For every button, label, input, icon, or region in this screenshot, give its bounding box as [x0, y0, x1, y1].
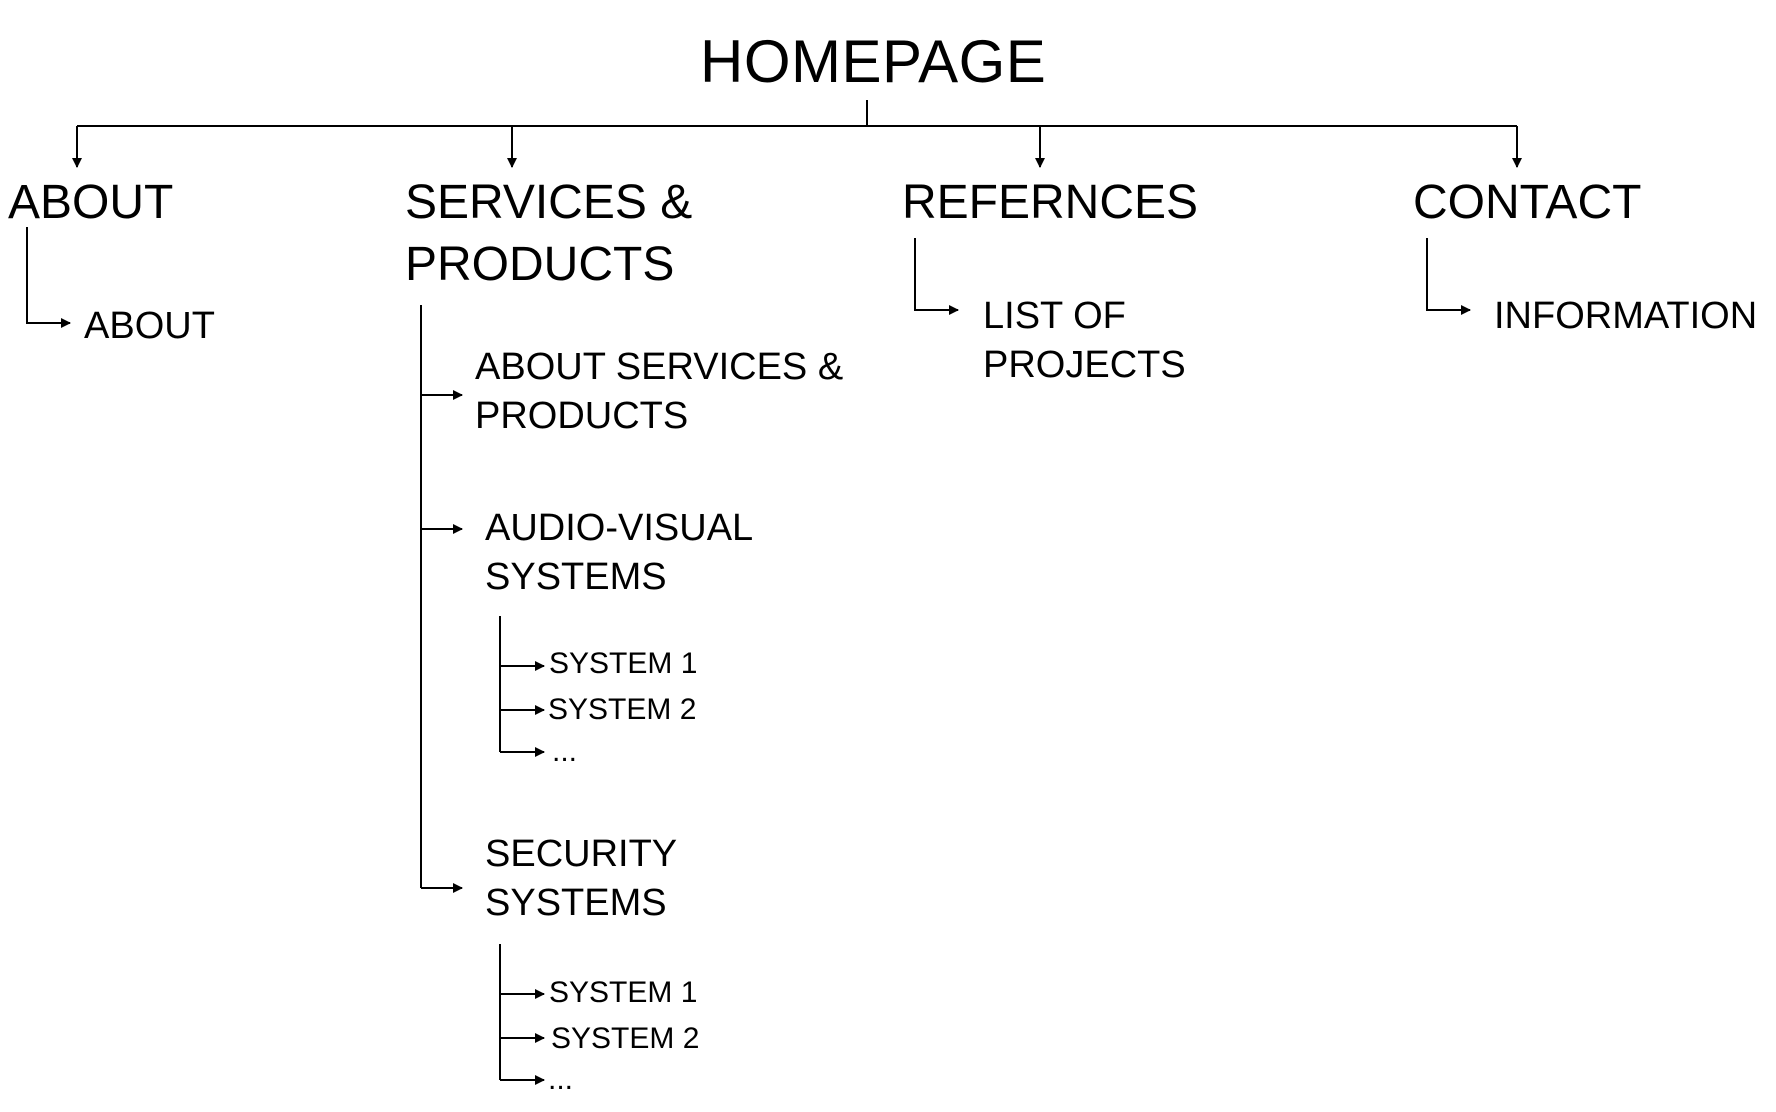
node-services-products: SERVICES & PRODUCTS	[405, 172, 692, 297]
node-services-products-line2: PRODUCTS	[405, 238, 675, 292]
node-security-systems: SECURITY SYSTEMS	[485, 830, 677, 929]
connector-references-child	[914, 238, 959, 315]
node-sec-system-1: SYSTEM 1	[549, 976, 698, 1009]
node-information: INFORMATION	[1494, 295, 1758, 337]
node-references: REFERNCES	[902, 176, 1199, 229]
node-audio-visual-systems: AUDIO-VISUAL SYSTEMS	[485, 504, 753, 603]
node-av-system-1: SYSTEM 1	[549, 647, 698, 680]
node-security-line2: SYSTEMS	[485, 882, 667, 925]
node-av-more: ...	[552, 735, 578, 768]
node-contact: CONTACT	[1413, 176, 1642, 229]
node-audio-visual-line2: SYSTEMS	[485, 556, 667, 599]
connector-contact-child	[1426, 238, 1471, 315]
node-sec-system-2: SYSTEM 2	[551, 1022, 700, 1055]
node-homepage: HOMEPAGE	[700, 28, 1047, 95]
node-audio-visual-line1: AUDIO-VISUAL	[485, 507, 754, 549]
node-security-line1: SECURITY	[485, 833, 678, 875]
node-services-products-line1: SERVICES &	[405, 176, 693, 229]
node-sec-more: ...	[548, 1063, 574, 1096]
node-list-of-projects: LIST OF PROJECTS	[983, 292, 1186, 391]
node-about-services-products-line2: PRODUCTS	[475, 395, 689, 438]
node-about: ABOUT	[8, 176, 174, 229]
node-list-of-projects-line1: LIST OF	[983, 295, 1126, 337]
connector-about-child	[26, 227, 71, 328]
node-list-of-projects-line2: PROJECTS	[983, 344, 1186, 387]
node-about-child: ABOUT	[84, 305, 215, 347]
node-av-system-2: SYSTEM 2	[548, 693, 697, 726]
node-about-services-products-line1: ABOUT SERVICES &	[475, 346, 844, 388]
node-about-services-products: ABOUT SERVICES & PRODUCTS	[475, 343, 843, 442]
